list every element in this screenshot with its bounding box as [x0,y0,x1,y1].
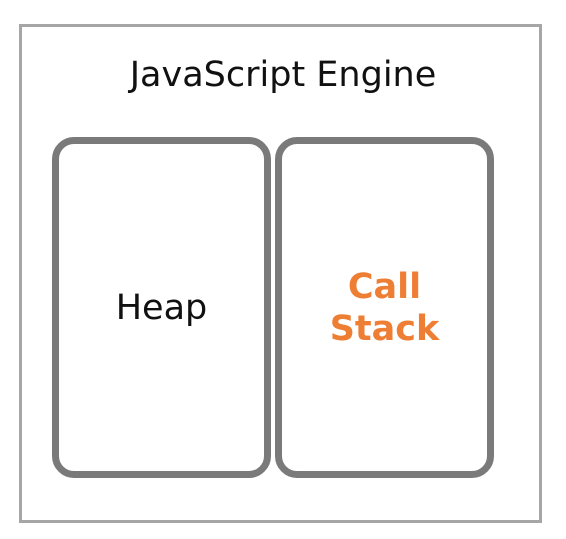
call-stack-box: Call Stack [275,137,494,478]
call-stack-label: Call Stack [329,266,440,349]
heap-box: Heap [52,137,271,478]
engine-title: JavaScript Engine [129,55,437,95]
heap-label: Heap [115,287,208,328]
